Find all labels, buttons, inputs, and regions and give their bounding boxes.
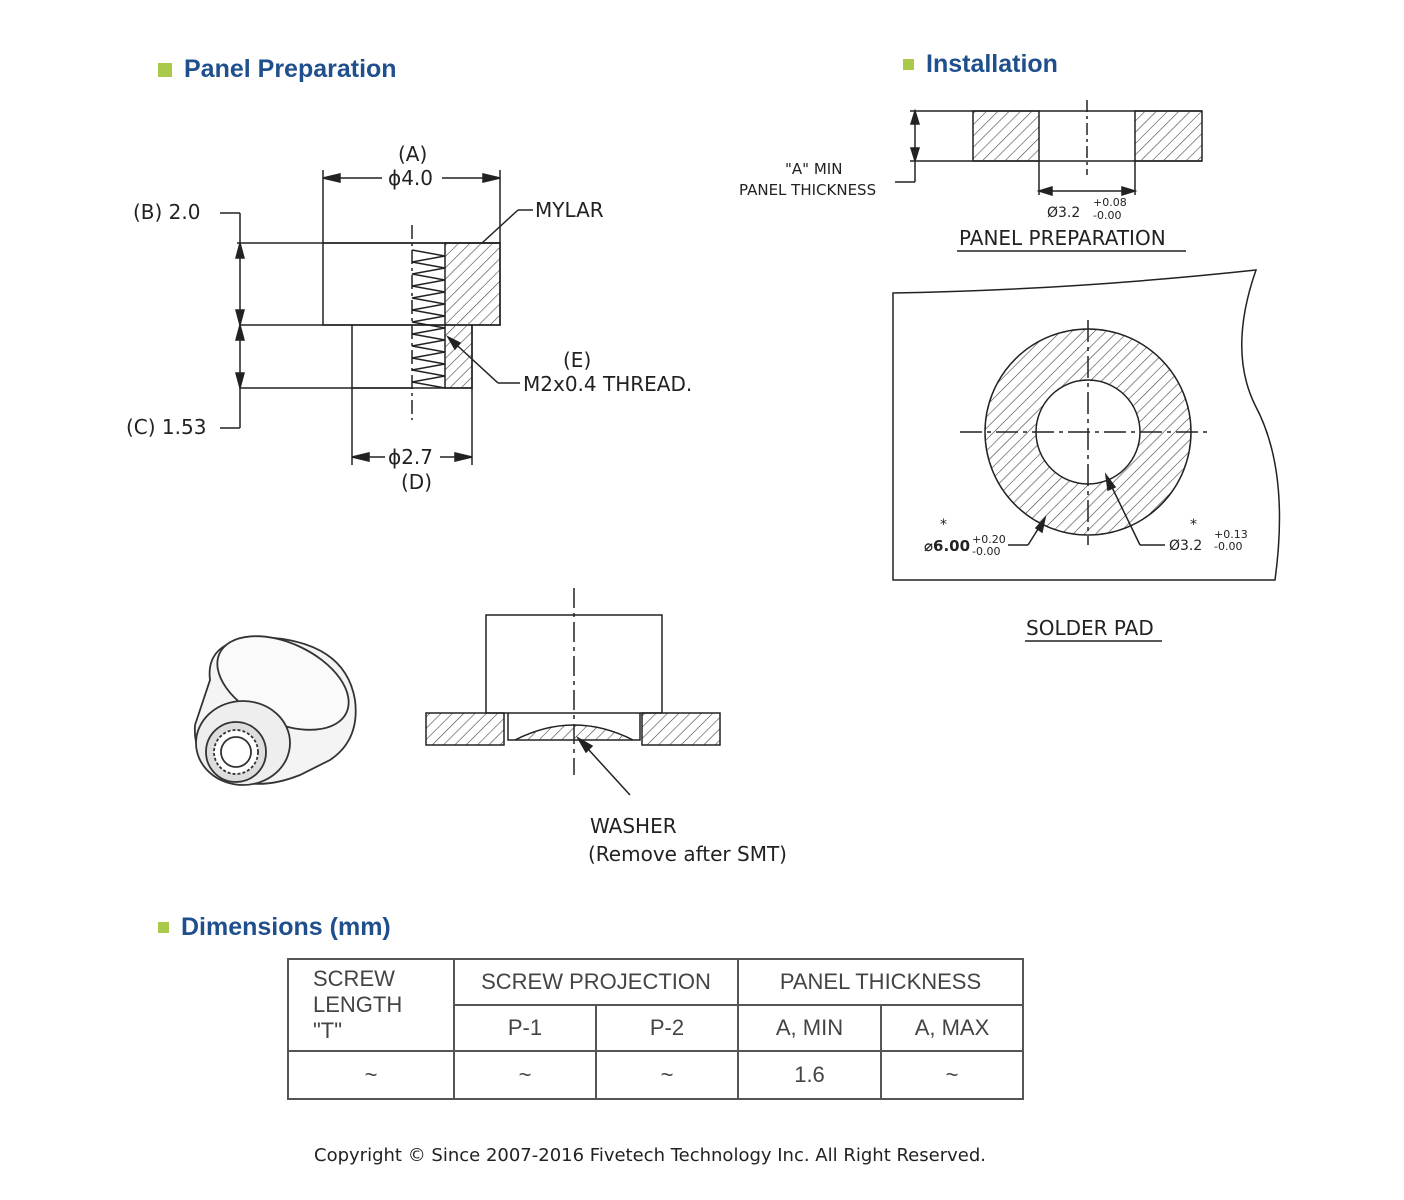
cell-p2: ~	[595, 1050, 739, 1100]
copyright-footer: Copyright © Since 2007-2016 Fivetech Tec…	[314, 1145, 986, 1166]
hole-tol-minus: -0.00	[1093, 209, 1121, 222]
header-panel-thickness: PANEL THICKNESS	[737, 958, 1024, 1006]
pad-inner-star: *	[1190, 517, 1197, 533]
header-a-max: A, MAX	[880, 1004, 1024, 1052]
pad-outer-minus: -0.00	[972, 545, 1000, 558]
thread-label: M2x0.4 THREAD.	[523, 372, 692, 396]
cell-a-max: ~	[880, 1050, 1024, 1100]
dim-a-value: ϕ4.0	[388, 166, 433, 190]
dim-e-label: (E)	[563, 348, 591, 372]
pad-outer-diameter: ⌀6.00	[924, 537, 970, 555]
mylar-label: MYLAR	[535, 198, 604, 222]
solder-pad-drawing	[892, 269, 1281, 642]
technical-drawings: (A) ϕ4.0 (B) 2.0 (C) 1.53 ϕ2.7 (D) (E) M…	[126, 100, 1281, 866]
cell-p1: ~	[453, 1050, 597, 1100]
dim-a-label: (A)	[398, 142, 427, 166]
dim-c-label: (C) 1.53	[126, 415, 206, 439]
header-screw-length: SCREW LENGTH "T"	[287, 958, 455, 1052]
dimensions-table: SCREW LENGTH "T" SCREW PROJECTION PANEL …	[287, 958, 1024, 1100]
nut-cross-section	[220, 170, 533, 465]
washer-note: (Remove after SMT)	[588, 842, 787, 866]
pad-inner-diameter: Ø3.2	[1169, 538, 1202, 554]
dim-b-label: (B) 2.0	[133, 200, 201, 224]
installation-panel-prep	[895, 100, 1203, 252]
panel-prep-caption: PANEL PREPARATION	[959, 226, 1166, 250]
hole-diameter: Ø3.2	[1047, 205, 1080, 221]
dimensions-heading: Dimensions (mm)	[158, 913, 391, 942]
table-row: ~ ~ ~ 1.6 ~	[287, 1050, 1024, 1100]
header-p1: P-1	[453, 1004, 597, 1052]
header-p2: P-2	[595, 1004, 739, 1052]
pad-outer-plus: +0.20	[972, 533, 1006, 546]
header-a-min: A, MIN	[737, 1004, 882, 1052]
a-min-label: "A" MIN	[785, 160, 842, 178]
cell-screw-length: ~	[287, 1050, 455, 1100]
washer-label: WASHER	[590, 814, 677, 838]
hole-tol-plus: +0.08	[1093, 196, 1127, 209]
panel-preparation-heading: Panel Preparation	[158, 55, 397, 84]
nut-3d-illustration	[193, 635, 357, 786]
bullet-square-icon	[158, 62, 172, 77]
washer-section	[425, 588, 721, 796]
dim-d-label: (D)	[401, 470, 432, 494]
pad-inner-plus: +0.13	[1214, 528, 1248, 541]
dim-d-value: ϕ2.7	[388, 445, 433, 469]
solder-pad-caption: SOLDER PAD	[1026, 616, 1154, 640]
a-min-sublabel: PANEL THICKNESS	[739, 181, 876, 199]
pad-outer-star: *	[940, 517, 947, 533]
pad-inner-minus: -0.00	[1214, 540, 1242, 553]
header-screw-projection: SCREW PROJECTION	[453, 958, 739, 1006]
bullet-square-icon	[903, 59, 914, 70]
installation-heading: Installation	[903, 50, 1058, 79]
cell-a-min: 1.6	[737, 1050, 882, 1100]
bullet-square-icon	[158, 922, 169, 933]
